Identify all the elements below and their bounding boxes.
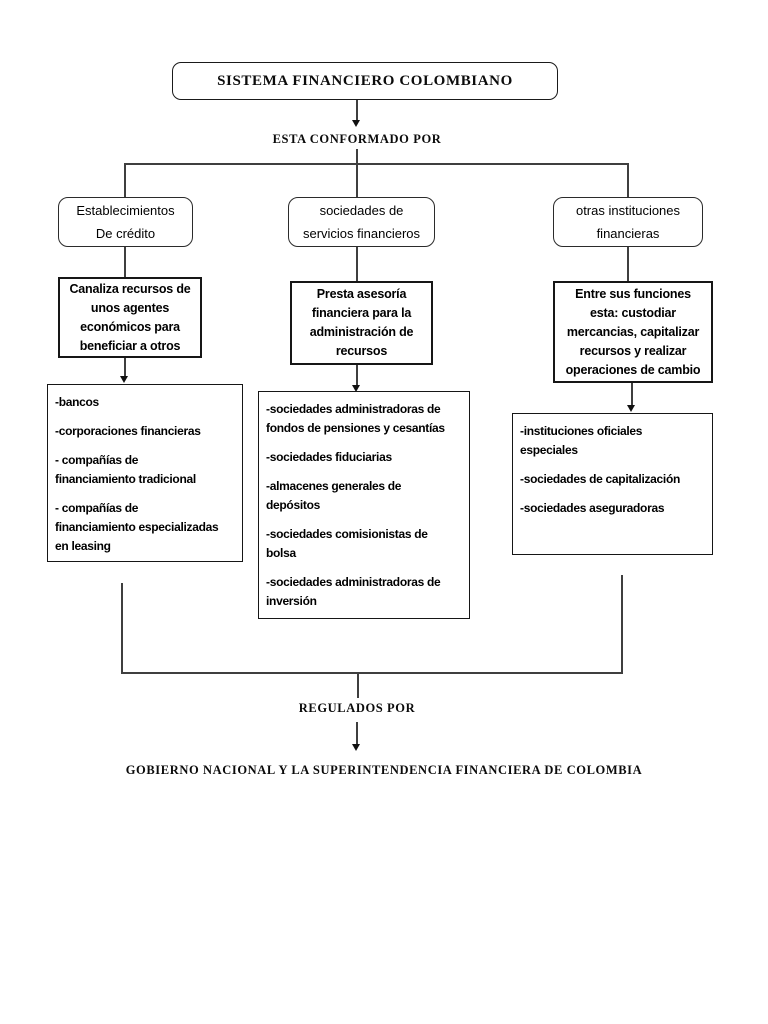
list-item: -instituciones oficiales especiales xyxy=(520,424,643,457)
connector-line xyxy=(356,247,358,281)
list-item: -bancos xyxy=(55,395,99,409)
connector-line xyxy=(121,672,623,674)
description-box-otras-instituciones: Entre sus funciones esta: custodiar merc… xyxy=(553,281,713,383)
arrow-down-icon xyxy=(352,744,360,751)
list-item: -sociedades fiduciarias xyxy=(266,450,392,464)
list-item: -sociedades administradoras de inversión xyxy=(266,575,441,608)
description-text: Entre sus funciones esta: custodiar merc… xyxy=(565,286,701,377)
connector-line xyxy=(356,100,358,121)
category-label: Establecimientos De crédito xyxy=(76,203,175,241)
connector-line xyxy=(124,163,628,165)
connector-line xyxy=(631,383,633,406)
list-item: -almacenes generales de depósitos xyxy=(266,479,402,512)
connector-line xyxy=(124,163,126,197)
list-box-sociedades-servicios: -sociedades administradoras de fondos de… xyxy=(258,391,470,619)
list-item: - compañías de financiamiento especializ… xyxy=(55,501,219,553)
description-box-sociedades-servicios: Presta asesoría financiera para la admin… xyxy=(290,281,433,365)
category-label: sociedades de servicios financieros xyxy=(302,203,421,241)
diagram-title: SISTEMA FINANCIERO COLOMBIANO xyxy=(217,72,513,89)
category-box-otras-instituciones: otras instituciones financieras xyxy=(553,197,703,247)
connector-line xyxy=(356,722,358,745)
category-box-establecimientos: Establecimientos De crédito xyxy=(58,197,193,247)
regulated-by-label: REGULADOS POR xyxy=(298,701,416,715)
category-box-sociedades-servicios: sociedades de servicios financieros xyxy=(288,197,435,247)
connector-line xyxy=(124,247,126,277)
connector-line xyxy=(356,163,358,197)
list-item: -sociedades de capitalización xyxy=(520,472,681,486)
arrow-down-icon xyxy=(352,385,360,392)
arrow-down-icon xyxy=(352,120,360,127)
connector-line xyxy=(124,358,126,377)
connector-line xyxy=(621,575,623,672)
arrow-down-icon xyxy=(120,376,128,383)
category-label: otras instituciones financieras xyxy=(575,203,681,241)
connector-line xyxy=(357,672,359,698)
subtitle-label: ESTA CONFORMADO POR xyxy=(272,132,442,146)
list-item: -sociedades administradoras de fondos de… xyxy=(266,402,445,435)
connector-line xyxy=(356,365,358,386)
list-item: -sociedades aseguradoras xyxy=(520,501,665,515)
connector-line xyxy=(627,163,629,197)
list-item: - compañías de financiamiento tradiciona… xyxy=(55,453,196,486)
list-item: -corporaciones financieras xyxy=(55,424,201,438)
diagram-title-box: SISTEMA FINANCIERO COLOMBIANO xyxy=(172,62,558,100)
regulator-label: GOBIERNO NACIONAL Y LA SUPERINTENDENCIA … xyxy=(125,763,643,777)
list-item: -sociedades comisionistas de bolsa xyxy=(266,527,428,560)
list-box-establecimientos: -bancos -corporaciones financieras - com… xyxy=(47,384,243,562)
arrow-down-icon xyxy=(627,405,635,412)
connector-line xyxy=(627,247,629,281)
description-text: Canaliza recursos de unos agentes económ… xyxy=(69,281,191,353)
connector-line xyxy=(121,583,123,672)
description-text: Presta asesoría financiera para la admin… xyxy=(309,287,414,358)
description-box-establecimientos: Canaliza recursos de unos agentes económ… xyxy=(58,277,202,358)
connector-line xyxy=(356,149,358,164)
list-box-otras-instituciones: -instituciones oficiales especiales -soc… xyxy=(512,413,713,555)
